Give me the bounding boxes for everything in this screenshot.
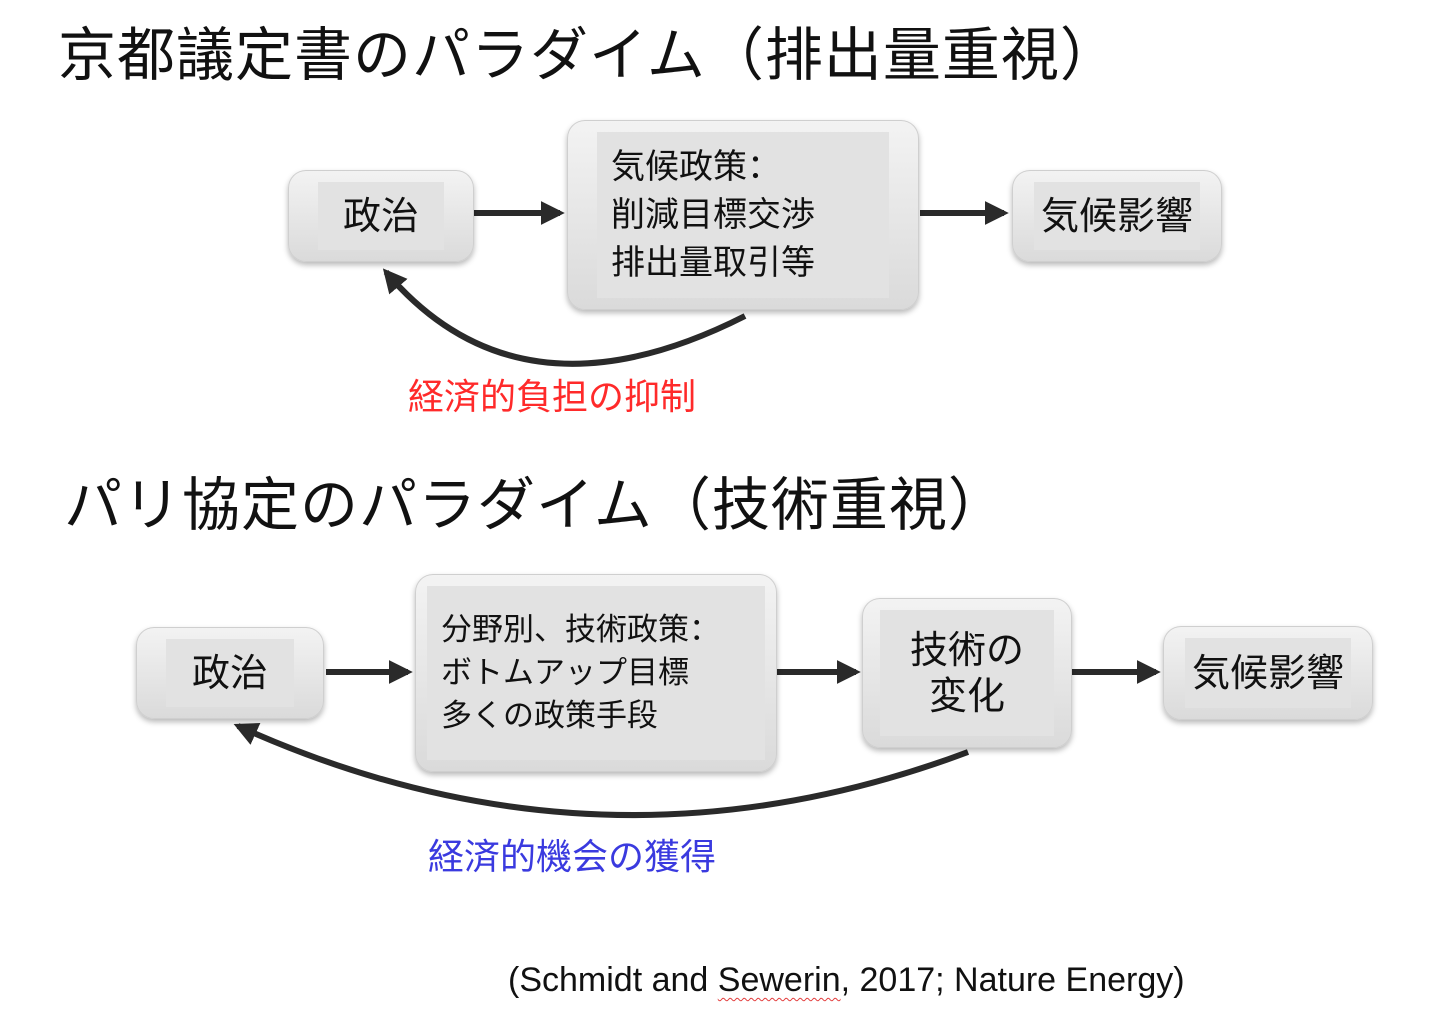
box-climate-impact-2: 気候影響 bbox=[1163, 626, 1373, 720]
box-politics-2: 政治 bbox=[136, 627, 324, 719]
citation-suffix: , 2017; Nature Energy) bbox=[840, 961, 1185, 999]
box-tech-change-2: 技術の 変化 bbox=[862, 598, 1072, 748]
box-climate-impact-2-label: 気候影響 bbox=[1191, 651, 1344, 695]
feedback-arrow-section2 bbox=[233, 722, 970, 819]
feedback-label-section1: 経済的負担の抑制 bbox=[408, 377, 697, 418]
feedback-label-section2: 経済的機会の獲得 bbox=[428, 837, 717, 878]
tech-change-line-2: 変化 bbox=[928, 674, 1005, 718]
box-climate-impact-1-label: 気候影響 bbox=[1040, 194, 1193, 238]
section2-title: パリ協定のパラダイム（技術重視） bbox=[64, 471, 1007, 539]
citation-author-spellcheck: Sewerin bbox=[717, 961, 841, 999]
box-climate-impact-1: 気候影響 bbox=[1012, 170, 1222, 262]
citation-prefix: (Schmidt and bbox=[508, 961, 718, 999]
policy-2-line-2: ボトムアップ目標 bbox=[441, 654, 689, 691]
policy-1-line-1: 気候政策： bbox=[611, 147, 781, 187]
policy-1-line-3: 排出量取引等 bbox=[611, 243, 815, 283]
policy-2-line-1: 分野別、技術政策： bbox=[441, 611, 720, 648]
box-climate-policy-1: 気候政策： 削減目標交渉 排出量取引等 bbox=[567, 120, 919, 310]
box-politics-1-label: 政治 bbox=[342, 194, 419, 238]
policy-1-line-2: 削減目標交渉 bbox=[611, 195, 815, 235]
box-politics-2-label: 政治 bbox=[191, 651, 268, 695]
tech-change-line-1: 技術の bbox=[909, 628, 1024, 672]
box-politics-1: 政治 bbox=[288, 170, 474, 262]
feedback-arrow-section1 bbox=[382, 268, 747, 367]
section1-title: 京都議定書のパラダイム（排出量重視） bbox=[58, 21, 1119, 89]
policy-2-line-3: 多くの政策手段 bbox=[441, 697, 658, 734]
citation: (Schmidt and Sewerin, 2017; Nature Energ… bbox=[508, 958, 1185, 1002]
box-tech-policy-2: 分野別、技術政策： ボトムアップ目標 多くの政策手段 bbox=[415, 574, 777, 772]
